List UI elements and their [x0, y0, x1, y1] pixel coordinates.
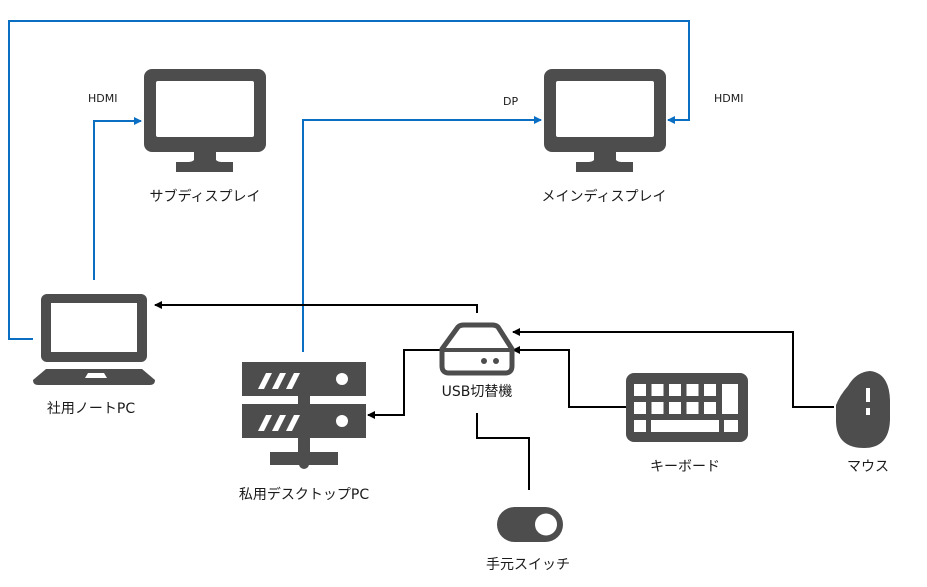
work-laptop-label: 社用ノートPC	[47, 401, 135, 417]
keyboard-key	[669, 384, 681, 396]
keyboard-key	[634, 402, 646, 414]
main-display-label: メインディスプレイ	[541, 188, 666, 205]
work-laptop-node: 社用ノートPC	[33, 294, 155, 417]
line-laptop-to-main-display	[8, 20, 690, 340]
sub-display-node: サブディスプレイ	[144, 69, 266, 205]
main-display-node: メインディスプレイ	[541, 69, 667, 205]
keyboard-key	[704, 402, 716, 414]
laptop-icon	[33, 294, 155, 385]
keyboard-node: キーボード	[626, 373, 748, 475]
toggle-icon	[497, 507, 563, 542]
line-keyboard-to-switch	[512, 346, 628, 408]
keyboard-key	[651, 420, 719, 432]
mouse-label: マウス	[847, 459, 889, 475]
keyboard-key	[686, 384, 699, 396]
port-label-hdmi-main: HDMI	[714, 92, 743, 105]
line-switch-to-desktop	[367, 349, 440, 419]
port-label-dp-main: DP	[503, 95, 518, 108]
hand-switch-label: 手元スイッチ	[486, 557, 570, 573]
private-desktop-node: 私用デスクトップPC	[239, 362, 369, 503]
keyboard-key	[704, 384, 716, 396]
keyboard-key	[634, 420, 646, 432]
line-mouse-to-switch	[512, 328, 834, 408]
line-desktop-to-main-display	[302, 116, 542, 352]
keyboard-key	[651, 402, 664, 414]
sub-display-label: サブディスプレイ	[149, 188, 260, 205]
monitor-icon	[144, 69, 266, 172]
monitor-icon	[544, 69, 666, 172]
switch-box-icon	[439, 322, 515, 376]
line-switch-to-laptop	[154, 301, 478, 313]
usb-switch-label: USB切替機	[442, 384, 513, 400]
usb-switch-node[interactable]: USB切替機	[439, 322, 515, 400]
keyboard-icon	[626, 373, 748, 442]
port-label-hdmi-sub: HDMI	[88, 92, 117, 105]
server-icon	[242, 362, 366, 469]
line-hand-switch-to-switch	[476, 413, 530, 490]
keyboard-key	[724, 420, 738, 432]
hand-switch-node[interactable]: 手元スイッチ	[486, 507, 570, 573]
keyboard-key	[722, 384, 738, 414]
keyboard-key	[651, 384, 664, 396]
mouse-node: マウス	[836, 371, 890, 475]
keyboard-key	[634, 384, 646, 396]
mouse-icon	[836, 371, 890, 448]
line-laptop-to-sub-display	[93, 117, 142, 280]
keyboard-key	[669, 402, 681, 414]
private-desktop-label: 私用デスクトップPC	[239, 486, 369, 503]
keyboard-key	[686, 402, 699, 414]
keyboard-label: キーボード	[650, 459, 720, 475]
